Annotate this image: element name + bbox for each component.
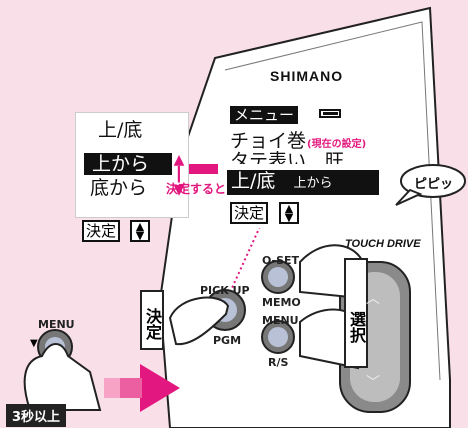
popup-option-2[interactable]: 底から — [90, 177, 147, 199]
popup-title: 上/底 — [98, 119, 143, 141]
lcd-row-choice: チョイ巻 — [230, 130, 307, 152]
confirm-arrow-label: 決定すると — [166, 182, 227, 196]
lcd-confirm-box: 決定 — [230, 202, 269, 224]
lcd-row-choice-note: (現在の設定) — [307, 139, 367, 150]
menu-label: MENU — [262, 314, 299, 327]
lcd-row-selected-label: 上/底 — [231, 170, 276, 192]
popup-confirm-label: 決定 — [86, 222, 117, 240]
pickup-button[interactable] — [205, 290, 245, 330]
confirm-tag-label: 決定 — [143, 308, 162, 340]
memo-label: MEMO — [262, 296, 301, 309]
beep-label: ピピッ — [414, 177, 454, 192]
select-tag: 選択 — [344, 258, 368, 368]
lcd-screen: メニュー チョイ巻 (現在の設定) タテ表い 旺 上/底 上から 決定 ▲▼ — [227, 98, 387, 228]
chevron-up-icon: ︿ — [366, 291, 380, 307]
battery-icon — [319, 109, 341, 118]
model-logo: TOUCH DRIVE — [345, 238, 421, 250]
brand-logo: SHIMANO — [270, 68, 344, 84]
oset-button[interactable] — [262, 261, 294, 293]
duration-label: 3秒以上 — [12, 410, 61, 425]
left-menu-label: MENU — [38, 318, 75, 331]
lcd-row-selected-value: 上から — [293, 176, 333, 191]
lcd-row-top: タテ表い 旺 — [230, 150, 345, 164]
arrow-left-icon: ▼ — [30, 338, 38, 349]
lcd-scroll-icon: ▲▼ — [279, 202, 299, 224]
pickup-label: PICK UP — [200, 284, 250, 297]
popup-option-1[interactable]: 上から — [84, 153, 172, 175]
pgm-label: PGM — [213, 334, 242, 347]
chevron-down-icon: ﹀ — [366, 375, 380, 391]
confirm-tag: 決定 — [140, 290, 164, 350]
left-menu-button[interactable] — [38, 330, 72, 364]
popup-scroll-icon: ▲▼ — [130, 220, 150, 242]
popup-option-2-label: 底から — [90, 177, 148, 199]
oset-label: O-SET — [262, 254, 300, 267]
select-tag-label: 選択 — [347, 311, 366, 343]
popup-confirm-box: 決定 — [82, 220, 121, 242]
lcd-confirm-label: 決定 — [234, 204, 265, 222]
rs-label: R/S — [268, 356, 289, 369]
duration-badge: 3秒以上 — [6, 404, 67, 427]
menu-button[interactable] — [262, 321, 294, 353]
lcd-row-selected: 上/底 上から — [227, 170, 379, 195]
lcd-menu-title: メニュー — [230, 106, 299, 124]
popup-panel: 上/底 上から 底から ▲┃▼ — [75, 112, 189, 218]
popup-option-1-label: 上から — [92, 153, 150, 175]
popup-updown-arrow-icon: ▲┃▼ — [173, 152, 185, 198]
